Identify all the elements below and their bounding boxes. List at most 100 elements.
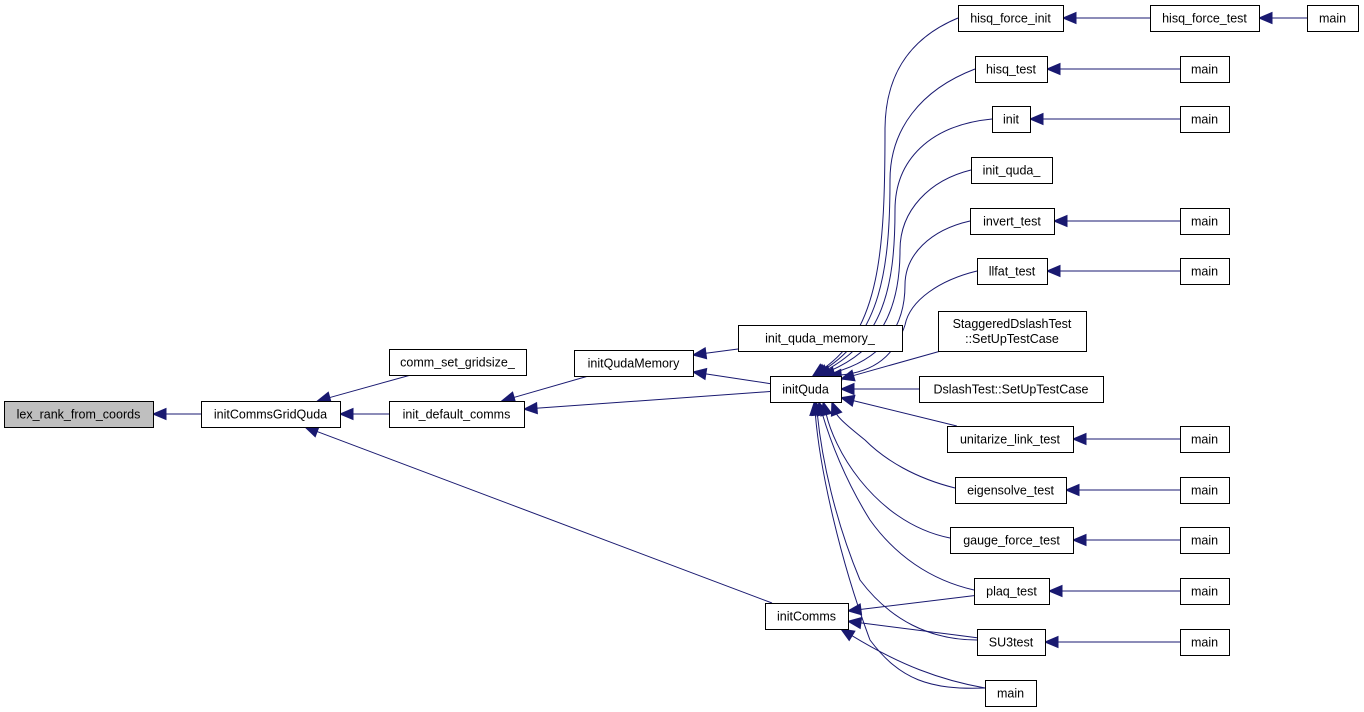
edge-line (512, 375, 589, 399)
edge-line (835, 412, 956, 489)
edge-arrowhead (839, 369, 856, 382)
edge-arrowhead (809, 400, 822, 416)
node-hisq-force-init[interactable]: hisq_force_init (958, 5, 1064, 32)
edge-main_gauge-to-gauge_force (1071, 533, 1180, 547)
node-lex-rank[interactable]: lex_rank_from_coords (4, 401, 154, 428)
node-label: main (1191, 433, 1218, 447)
node-label: lex_rank_from_coords (17, 408, 141, 422)
node-comm-set-gridsize[interactable]: comm_set_gridsize_ (389, 349, 527, 376)
edge-main_hisq-to-hisq_test (1045, 62, 1180, 76)
edge-arrowhead (846, 603, 863, 616)
edge-main_bottom-to-initQuda (809, 400, 986, 689)
node-init-default-comms[interactable]: init_default_comms (389, 401, 525, 428)
edge-arrowhead (1028, 112, 1044, 126)
node-dslash[interactable]: DslashTest::SetUpTestCase (919, 376, 1104, 403)
node-box (389, 349, 527, 376)
edge-init_default_comms-to-initCommsGridQuda (338, 407, 389, 421)
node-box (1180, 426, 1230, 453)
edge-init_quda_memory-to-initQudaMemory (691, 346, 739, 360)
node-su3[interactable]: SU3test (977, 629, 1046, 656)
node-label: main (1191, 484, 1218, 498)
node-label: SU3test (989, 636, 1034, 650)
node-box (938, 311, 1087, 352)
edge-main_init-to-init (1028, 112, 1180, 126)
edge-arrowhead (1071, 432, 1087, 446)
node-llfat-test[interactable]: llfat_test (977, 258, 1048, 285)
node-main-invert[interactable]: main (1180, 208, 1230, 235)
edge-main_llfat-to-llfat_test (1045, 264, 1180, 278)
node-box (1180, 629, 1230, 656)
node-main-bottom[interactable]: main (985, 680, 1037, 707)
edge-line (704, 373, 771, 385)
node-init-quda-memory[interactable]: init_quda_memory_ (738, 325, 903, 352)
graph-nodes: lex_rank_from_coords initCommsGridQuda com… (4, 5, 1359, 707)
edge-gauge_force-to-initQuda (820, 400, 951, 539)
node-label: main (1191, 113, 1218, 127)
node-label: init (1003, 113, 1020, 127)
node-box (955, 477, 1067, 504)
edge-arrowhead (1064, 483, 1080, 497)
node-unitarize[interactable]: unitarize_link_test (947, 426, 1074, 453)
edge-comm_set_gridsize-to-initCommsGridQuda (316, 374, 411, 404)
node-main-eigen[interactable]: main (1180, 477, 1230, 504)
node-box (1180, 578, 1230, 605)
node-label: hisq_force_test (1162, 12, 1247, 26)
node-box (389, 401, 525, 428)
node-box (1180, 106, 1230, 133)
node-plaq[interactable]: plaq_test (974, 578, 1050, 605)
edge-arrowhead (1045, 62, 1061, 76)
node-init[interactable]: init (992, 106, 1031, 133)
edge-line (825, 413, 951, 539)
edge-line (832, 220, 971, 374)
node-initQudaMemory[interactable]: initQudaMemory (574, 350, 694, 377)
node-label: gauge_force_test (963, 534, 1060, 548)
node-init-quda[interactable]: init_quda_ (971, 157, 1053, 184)
node-box (1180, 56, 1230, 83)
node-box (975, 56, 1048, 83)
node-box (950, 527, 1074, 554)
edge-plaq-to-initComms (846, 595, 975, 616)
node-eigensolve[interactable]: eigensolve_test (955, 477, 1067, 504)
node-gauge-force[interactable]: gauge_force_test (950, 527, 1074, 554)
node-label: eigensolve_test (967, 484, 1054, 498)
node-box (1180, 477, 1230, 504)
node-main-init[interactable]: main (1180, 106, 1230, 133)
node-main-unitarize[interactable]: main (1180, 426, 1230, 453)
node-main-llfat[interactable]: main (1180, 258, 1230, 285)
edge-main_eigen-to-eigensolve (1064, 483, 1180, 497)
edge-main_su3-to-su3 (1043, 635, 1180, 649)
edge-line (852, 400, 957, 427)
edge-arrowhead (1061, 11, 1077, 25)
edge-arrowhead (846, 616, 863, 630)
edge-arrowhead (1043, 635, 1059, 649)
edge-eigensolve-to-initQuda (830, 400, 956, 489)
node-hisq-force-test[interactable]: hisq_force_test (1150, 5, 1260, 32)
edge-hisq_force_test-to-hisq_force_init (1061, 11, 1150, 25)
edge-arrowhead (691, 346, 708, 360)
edge-initQuda-to-init_default_comms (522, 391, 771, 415)
node-main-su3[interactable]: main (1180, 629, 1230, 656)
node-label: initQuda (782, 383, 829, 397)
node-label: main (1191, 265, 1218, 279)
node-main-gauge[interactable]: main (1180, 527, 1230, 554)
node-initQuda[interactable]: initQuda (770, 376, 842, 403)
node-main-top[interactable]: main (1307, 5, 1359, 32)
node-box (974, 578, 1050, 605)
node-label: initComms (777, 610, 836, 624)
node-box (971, 157, 1053, 184)
edge-arrowhead (1071, 533, 1087, 547)
node-staggered[interactable]: StaggeredDslashTest::SetUpTestCase (938, 311, 1087, 352)
edge-initComms-to-initCommsGridQuda (303, 425, 773, 604)
edge-main_bottom-to-initComms (839, 628, 986, 689)
edge-dslash-to-initQuda (839, 382, 919, 396)
node-main-plaq[interactable]: main (1180, 578, 1230, 605)
node-hisq-test[interactable]: hisq_test (975, 56, 1048, 83)
node-box (947, 426, 1074, 453)
edge-initCommsGridQuda-to-lex_rank (151, 407, 201, 421)
node-initCommsGridQuda[interactable]: initCommsGridQuda (201, 401, 341, 428)
node-initComms[interactable]: initComms (765, 603, 849, 630)
edge-line (814, 413, 986, 689)
node-box (1180, 258, 1230, 285)
node-main-hisq[interactable]: main (1180, 56, 1230, 83)
node-invert-test[interactable]: invert_test (970, 208, 1055, 235)
